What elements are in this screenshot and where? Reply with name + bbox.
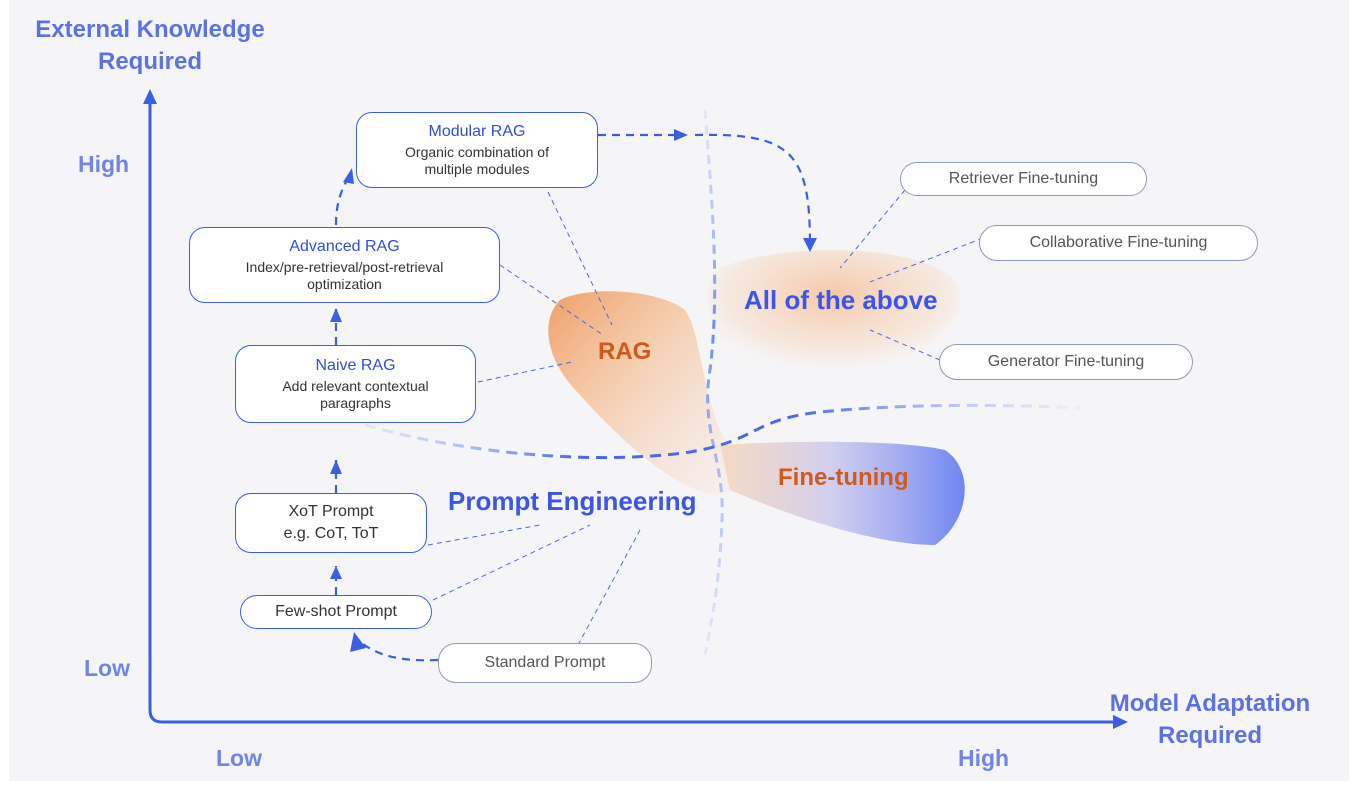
arrowhead-right — [674, 129, 688, 141]
modular-rag-title: Modular RAG — [428, 123, 526, 140]
arrowhead-modular — [343, 168, 354, 184]
connector-advanced-to-rag — [499, 264, 604, 336]
standard-prompt-pill: Standard Prompt — [438, 643, 652, 683]
naive-rag-title: Naive RAG — [315, 357, 396, 374]
rag-region-label: RAG — [598, 338, 652, 365]
all-above-region-shape — [707, 249, 961, 380]
modular-rag-desc-line2: multiple modules — [424, 161, 530, 177]
arrow-standard-to-fewshot — [357, 639, 439, 662]
arrowhead-naive — [330, 460, 342, 474]
y-axis-title-line1: External Knowledge — [35, 16, 265, 43]
rag-region-shape — [548, 291, 737, 495]
arrow-to-all-above — [694, 133, 812, 246]
fine-tuning-region-label: Fine-tuning — [778, 464, 909, 491]
xot-prompt-box: XoT Prompt e.g. CoT, ToT — [235, 493, 427, 553]
connector-retriever-to-all — [839, 189, 906, 269]
xot-prompt-line1: XoT Prompt — [288, 503, 374, 520]
y-axis-line — [148, 95, 1122, 724]
y-axis-title: External Knowledge Required — [22, 14, 278, 78]
arrowhead-all-above — [803, 238, 817, 252]
arrow-advanced-to-modular — [334, 171, 353, 226]
modular-rag-desc-line1: Organic combination of — [405, 144, 549, 160]
connector-xot-to-pe — [427, 524, 541, 546]
connector-generator-to-all — [869, 329, 941, 361]
arrowhead-advanced — [330, 308, 342, 322]
few-shot-prompt-pill: Few-shot Prompt — [240, 595, 432, 629]
collaborative-fine-tuning-pill: Collaborative Fine-tuning — [979, 225, 1258, 261]
x-tick-low: Low — [216, 745, 262, 771]
generator-fine-tuning-pill: Generator Fine-tuning — [939, 344, 1193, 380]
x-axis-title-line1: Model Adaptation — [1109, 690, 1311, 717]
prompt-engineering-region-label: Prompt Engineering — [448, 486, 697, 516]
naive-rag-desc-line1: Add relevant contextual — [282, 378, 429, 394]
advanced-rag-desc-line1: Index/pre-retrieval/post-retrieval — [245, 259, 444, 275]
connector-naive-to-rag — [477, 361, 573, 383]
advanced-rag-box: Advanced RAG Index/pre-retrieval/post-re… — [189, 227, 500, 303]
connector-collaborative-to-all — [869, 237, 984, 283]
fine-tuning-region-shape — [720, 441, 965, 545]
naive-rag-box: Naive RAG Add relevant contextual paragr… — [235, 345, 476, 423]
y-tick-low: Low — [84, 655, 130, 681]
x-axis-arrowhead — [1113, 715, 1128, 729]
y-axis-arrowhead — [143, 89, 157, 104]
arrowhead-xot — [330, 566, 342, 579]
xot-prompt-line2: e.g. CoT, ToT — [283, 525, 379, 542]
connector-standard-to-pe — [577, 529, 641, 646]
x-tick-high: High — [958, 745, 1010, 771]
modular-rag-box: Modular RAG Organic combination of multi… — [356, 112, 598, 188]
arrowhead-fewshot — [350, 632, 366, 652]
connector-modular-to-rag — [547, 191, 613, 326]
x-axis-title-line2: Required — [1157, 722, 1262, 749]
naive-rag-desc-line2: paragraphs — [320, 395, 391, 411]
y-tick-high: High — [78, 151, 130, 177]
advanced-rag-desc-line2: optimization — [307, 276, 382, 292]
connector-fewshot-to-pe — [432, 524, 591, 601]
y-axis-title-line2: Required — [97, 48, 202, 75]
x-axis-title: Model Adaptation Required — [1090, 688, 1330, 752]
all-above-region-label: All of the above — [744, 285, 938, 315]
vertical-boundary-curve — [703, 109, 724, 656]
retriever-fine-tuning-pill: Retriever Fine-tuning — [900, 162, 1147, 196]
advanced-rag-title: Advanced RAG — [289, 238, 400, 255]
horizontal-boundary-curve — [364, 403, 1081, 460]
